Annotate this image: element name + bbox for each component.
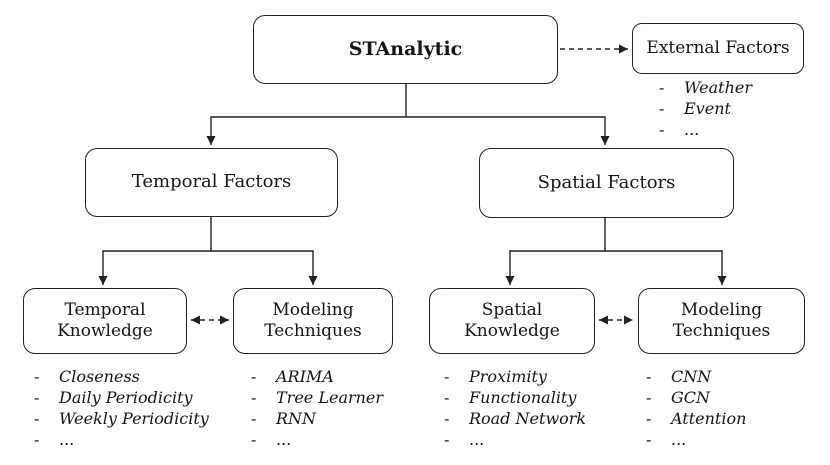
list-item: - ... [34,429,209,450]
list-item: - Tree Learner [251,387,383,408]
dash-bullet: - [659,120,665,139]
list-item: - Functionality [444,387,586,408]
list-item-text: ... [59,430,75,449]
node-modeling-techniques-temporal-label: Modeling Techniques [264,299,362,341]
temporal-modeling-list: - ARIMA - Tree Learner - RNN - ... [251,366,383,450]
list-item-text: Attention [671,409,747,428]
list-item-text: Tree Learner [276,388,384,407]
dash-bullet: - [251,367,257,386]
list-item-text: ... [671,430,687,449]
dash-bullet: - [646,430,652,449]
list-item-text: Closeness [59,367,140,386]
dash-bullet: - [659,99,665,118]
list-item-text: Weather [684,78,752,97]
node-stanalytic-label: STAnalytic [348,37,463,60]
list-item: - Weekly Periodicity [34,408,209,429]
dash-bullet: - [659,78,665,97]
list-item-text: ... [469,430,485,449]
dash-bullet: - [251,388,257,407]
node-spatial-knowledge: Spatial Knowledge [429,288,595,354]
list-item: - Weather [659,77,752,98]
dash-bullet: - [444,430,450,449]
list-item: - ... [444,429,586,450]
dash-bullet: - [646,367,652,386]
spatial-modeling-list: - CNN - GCN - Attention - ... [646,366,746,450]
dash-bullet: - [646,388,652,407]
list-item: - ... [646,429,746,450]
list-item: - Daily Periodicity [34,387,209,408]
node-modeling-techniques-spatial-label: Modeling Techniques [672,299,771,341]
dash-bullet: - [34,367,40,386]
dash-bullet: - [444,409,450,428]
list-item: - Proximity [444,366,586,387]
list-item: - ... [251,429,383,450]
list-item-text: Proximity [469,367,547,386]
list-item: - Attention [646,408,746,429]
list-item: - ... [659,119,752,140]
list-item: - GCN [646,387,746,408]
list-item: - Event [659,98,752,119]
temporal-knowledge-list: - Closeness - Daily Periodicity - Weekly… [34,366,209,450]
dash-bullet: - [646,409,652,428]
node-external-factors: External Factors [632,23,804,74]
list-item-text: ... [276,430,292,449]
node-spatial-factors-label: Spatial Factors [537,171,676,193]
node-temporal-knowledge-label: Temporal Knowledge [57,299,153,341]
node-modeling-techniques-spatial: Modeling Techniques [638,288,805,354]
list-item: - RNN [251,408,383,429]
node-temporal-factors-label: Temporal Factors [131,171,292,193]
list-item-text: Event [684,99,731,118]
node-modeling-techniques-temporal: Modeling Techniques [233,288,393,354]
list-item-text: ARIMA [276,367,334,386]
list-item-text: Functionality [469,388,577,407]
list-item-text: RNN [276,409,317,428]
list-item-text: CNN [671,367,712,386]
dash-bullet: - [251,409,257,428]
node-spatial-factors: Spatial Factors [479,148,734,218]
dash-bullet: - [444,388,450,407]
dash-bullet: - [251,430,257,449]
dash-bullet: - [34,409,40,428]
external-factors-list: - Weather - Event - ... [659,77,752,140]
node-stanalytic: STAnalytic [253,15,558,84]
dash-bullet: - [34,388,40,407]
list-item: - ARIMA [251,366,383,387]
dash-bullet: - [444,367,450,386]
node-temporal-knowledge: Temporal Knowledge [23,288,187,354]
list-item-text: Daily Periodicity [59,388,193,407]
node-spatial-knowledge-label: Spatial Knowledge [464,299,560,341]
dash-bullet: - [34,430,40,449]
list-item-text: Weekly Periodicity [59,409,209,428]
list-item: - Road Network [444,408,586,429]
list-item: - Closeness [34,366,209,387]
list-item-text: ... [684,120,700,139]
node-temporal-factors: Temporal Factors [85,148,338,217]
node-external-factors-label: External Factors [646,37,790,58]
list-item-text: Road Network [469,409,587,428]
list-item-text: GCN [671,388,711,407]
list-item: - CNN [646,366,746,387]
spatial-knowledge-list: - Proximity - Functionality - Road Netwo… [444,366,586,450]
